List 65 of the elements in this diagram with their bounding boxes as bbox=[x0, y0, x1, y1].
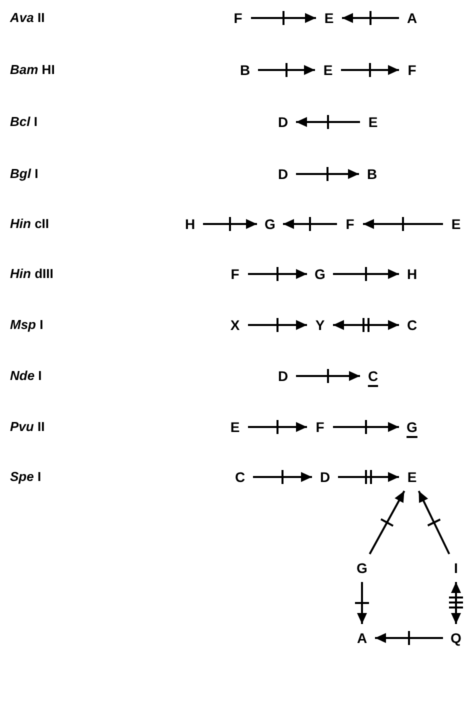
arrow bbox=[296, 115, 360, 129]
arrow bbox=[418, 490, 450, 554]
fragment-letter: I bbox=[448, 559, 464, 577]
arrow bbox=[296, 167, 359, 181]
fragment-letter: G bbox=[262, 215, 278, 233]
fragment-letter: H bbox=[182, 215, 198, 233]
fragment-letter: D bbox=[275, 165, 291, 183]
arrow bbox=[203, 217, 257, 231]
fragment-letter: F bbox=[404, 61, 420, 79]
fragment-letter: F bbox=[342, 215, 358, 233]
enzyme-name: Bgl I bbox=[10, 166, 38, 182]
enzyme-name: Bam HI bbox=[10, 62, 55, 78]
fragment-letter: E bbox=[404, 468, 420, 486]
enzyme-name: Ava II bbox=[10, 10, 45, 26]
arrow bbox=[248, 420, 307, 434]
arrow bbox=[283, 217, 337, 231]
enzyme-name: Hin cII bbox=[10, 216, 50, 232]
fragment-letter: D bbox=[275, 113, 291, 131]
fragment-letter: H bbox=[404, 265, 420, 283]
fragment-letter: E bbox=[448, 215, 464, 233]
arrow bbox=[333, 420, 399, 434]
arrow bbox=[355, 582, 369, 624]
arrow bbox=[333, 318, 399, 332]
fragment-letter: F bbox=[227, 265, 243, 283]
arrow bbox=[338, 470, 399, 484]
fragment-letter: X bbox=[227, 316, 243, 334]
arrow bbox=[248, 318, 307, 332]
arrow bbox=[449, 582, 463, 624]
arrow bbox=[248, 267, 307, 281]
fragment-letter: E bbox=[365, 113, 381, 131]
fragment-letter: E bbox=[321, 9, 337, 27]
fragment-letter: F bbox=[312, 418, 328, 436]
enzyme-name: Msp I bbox=[10, 317, 44, 333]
fragment-letter: D bbox=[317, 468, 333, 486]
arrow bbox=[253, 470, 312, 484]
fragment-letter: B bbox=[237, 61, 253, 79]
arrow bbox=[341, 63, 399, 77]
arrow bbox=[363, 217, 443, 231]
arrow bbox=[375, 631, 443, 645]
arrow bbox=[342, 11, 399, 25]
fragment-letter: G bbox=[312, 265, 328, 283]
fragment-letter: C bbox=[404, 316, 420, 334]
fragment-letter: Y bbox=[312, 316, 328, 334]
fragment-letter: Q bbox=[448, 629, 464, 647]
arrow bbox=[333, 267, 399, 281]
enzyme-name: Spe I bbox=[10, 469, 42, 485]
arrow bbox=[368, 490, 406, 554]
enzyme-name: Hin dIII bbox=[10, 266, 54, 282]
fragment-letter: E bbox=[227, 418, 243, 436]
enzyme-name: Pvu II bbox=[10, 419, 45, 435]
fragment-letter: D bbox=[275, 367, 291, 385]
enzyme-name: Bcl I bbox=[10, 114, 38, 130]
arrow bbox=[296, 369, 360, 383]
arrow bbox=[251, 11, 316, 25]
fragment-letter: B bbox=[364, 165, 380, 183]
fragment-letter: C bbox=[232, 468, 248, 486]
fragment-letter: F bbox=[230, 9, 246, 27]
arrow bbox=[258, 63, 315, 77]
fragment-letter: A bbox=[404, 9, 420, 27]
enzyme-name: Nde I bbox=[10, 368, 42, 384]
fragment-letter: G bbox=[404, 418, 420, 436]
fragment-letter: G bbox=[354, 559, 370, 577]
fragment-letter: A bbox=[354, 629, 370, 647]
fragment-letter: E bbox=[320, 61, 336, 79]
fragment-letter: C bbox=[365, 367, 381, 385]
